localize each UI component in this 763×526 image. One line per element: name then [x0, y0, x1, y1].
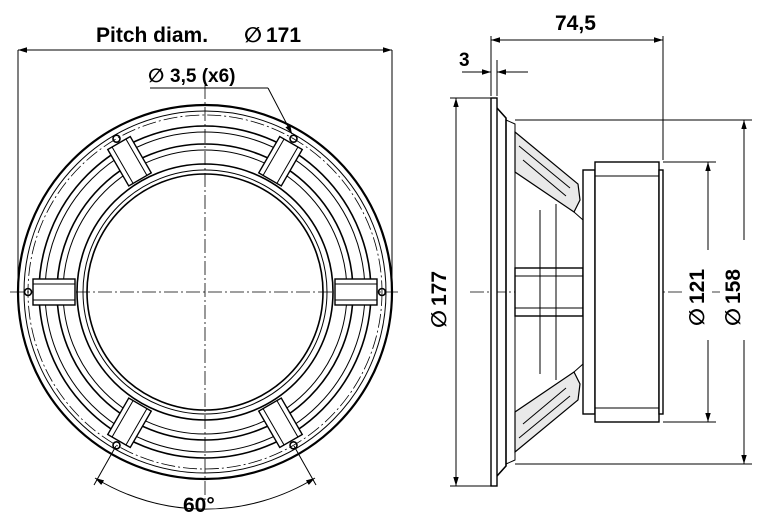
- front-view: Pitch diam. ∅ 171 ∅ 3,5 (x6) 60°: [10, 20, 400, 517]
- mounting-hole: [289, 134, 298, 143]
- basket-spokes: [32, 135, 378, 449]
- gasket-profile: [496, 107, 507, 477]
- basket-arm-lower: [514, 371, 581, 454]
- outer-diameter-dimension: [424, 97, 491, 487]
- basket-inner-lines: [539, 204, 557, 380]
- magnet-back-plate: [658, 169, 664, 415]
- magnet-diameter-dimension: [663, 161, 716, 423]
- magnet-front-plate: [582, 169, 596, 415]
- basket-ribs-lower: [518, 387, 571, 439]
- diameter-symbol: ∅: [148, 66, 164, 87]
- mounting-hole: [377, 287, 387, 297]
- cone-edge: [82, 169, 328, 415]
- magnet-diameter-value: 121: [686, 269, 709, 304]
- angle-dimension: [93, 445, 317, 510]
- diameter-symbol: ∅: [722, 308, 745, 326]
- depth-label: 74,5: [555, 12, 596, 35]
- pitch-diameter-dimension: [17, 20, 393, 300]
- mounting-hole: [112, 134, 121, 143]
- flange-thickness-dimension: [462, 60, 528, 96]
- cone-inner: [86, 173, 324, 411]
- cutout-diameter-value: 158: [722, 269, 745, 304]
- diameter-symbol: ∅: [686, 308, 709, 326]
- depth-dimension: [490, 36, 664, 160]
- pitch-diameter-label: Pitch diam.: [96, 24, 208, 47]
- cutout-diameter-dimension: [515, 119, 752, 465]
- basket-center-spoke: [514, 267, 584, 317]
- hole-diameter-label: 3,5 (x6): [170, 66, 235, 87]
- side-view: 74,5 3 ∅ 177 ∅ 121: [424, 12, 752, 487]
- basket-ribs-upper: [518, 145, 571, 197]
- outer-diameter-value: 177: [428, 271, 451, 306]
- hole-diameter-leader: [150, 87, 293, 135]
- angle-label: 60°: [183, 494, 215, 517]
- front-flange: [490, 97, 498, 487]
- mounting-holes: [23, 134, 387, 450]
- diameter-symbol: ∅: [428, 310, 451, 328]
- mounting-hole: [289, 440, 298, 450]
- magnet-body: [594, 161, 660, 423]
- mounting-hole: [112, 440, 121, 450]
- flange-thickness-label: 3: [459, 50, 470, 71]
- basket-arm-upper: [514, 130, 581, 213]
- pitch-circle: [27, 114, 383, 470]
- diameter-symbol: ∅: [244, 24, 262, 47]
- cone-outer: [76, 163, 334, 421]
- mounting-hole: [23, 287, 33, 297]
- pitch-diameter-value: 171: [266, 24, 301, 47]
